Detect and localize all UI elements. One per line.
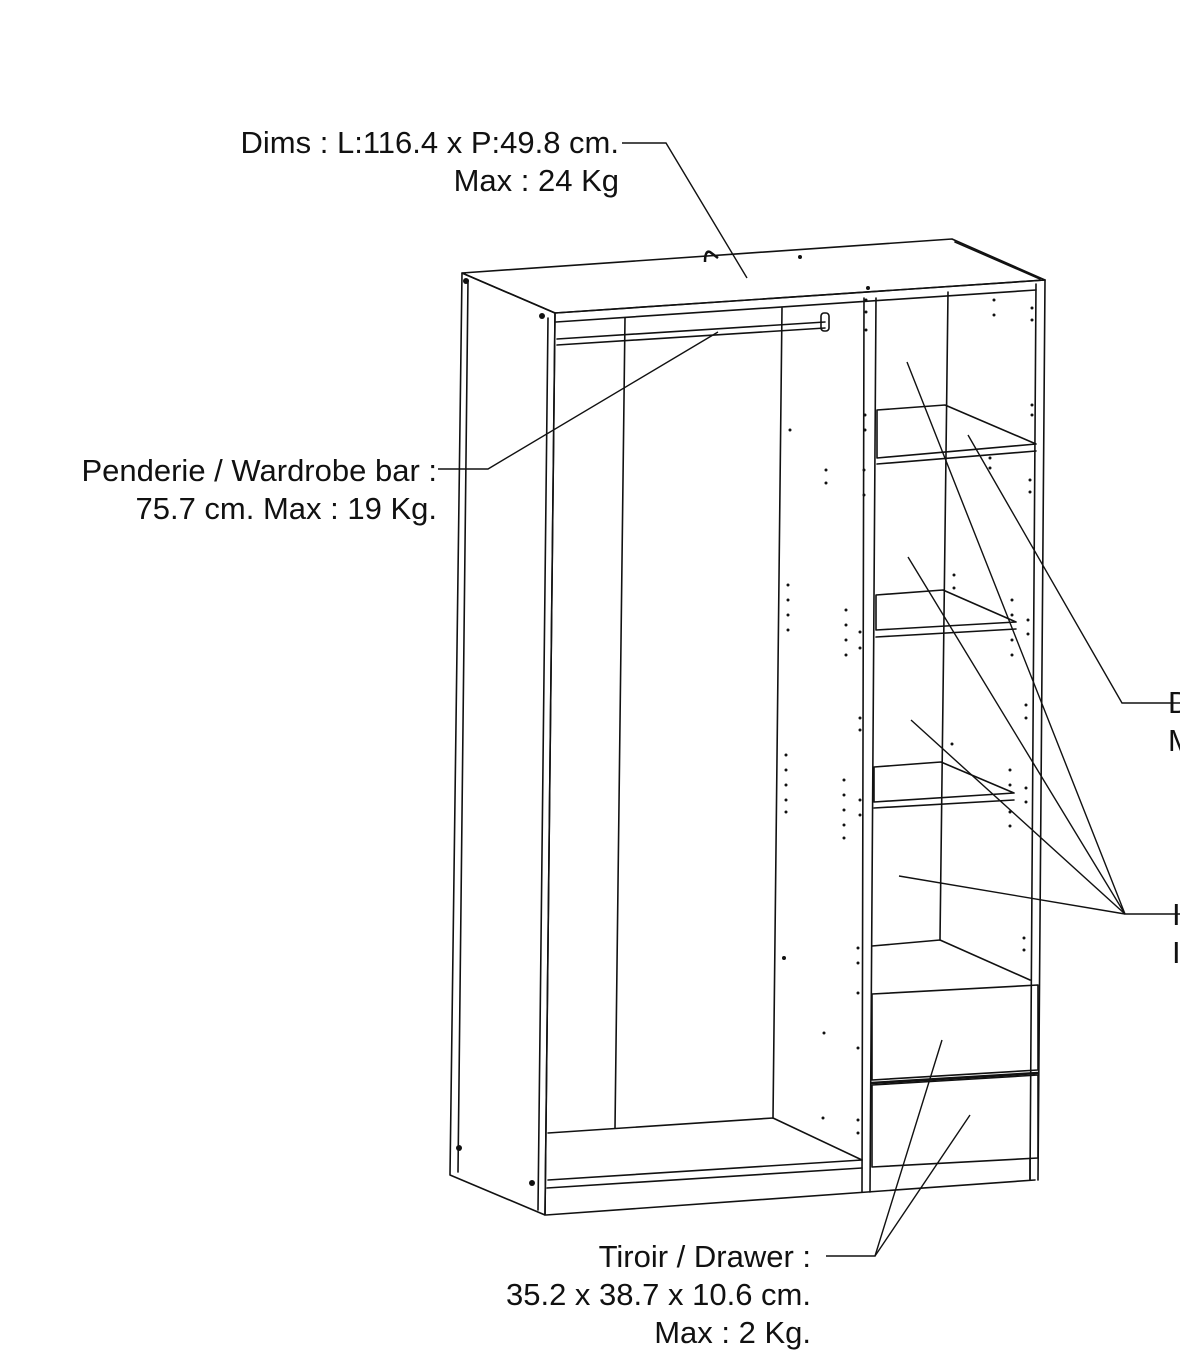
front-left-post [545,313,555,1215]
wardrobe-bar-label: Penderie / Wardrobe bar : 75.7 cm. Max :… [81,452,437,528]
adjustable-shelf-label-cut-line1: I [1172,897,1180,932]
hanging-floor-front-2 [547,1168,862,1188]
leader-drawer-1 [826,1040,942,1256]
leader-top [622,143,747,278]
drawer-1-front [872,985,1038,1080]
center-divider-back [870,298,876,1192]
right-post-back [1038,280,1045,1180]
drawer-label-line2: 35.2 x 38.7 x 10.6 cm. [505,1277,811,1312]
shelf-label-cut-line2: M [1168,722,1180,760]
top-fitting [703,250,719,263]
shelf-1-front [877,451,1036,464]
drawer-label: Tiroir / Drawer : 35.2 x 38.7 x 10.6 cm.… [506,1238,811,1352]
top-front-rail-inner [556,290,1036,322]
drawer-label-line3: Max : 2 Kg. [654,1315,811,1350]
shelf-2-front [876,629,1016,637]
wardrobe-bar-bottom [557,328,825,345]
shelf-2 [876,590,1016,630]
dimensions-label-line2: Max : 24 Kg [453,163,619,198]
wardrobe-bar-top [557,322,825,339]
leader-lines [438,143,1180,1256]
drawer-label-line1: Tiroir / Drawer : [598,1239,811,1274]
wardrobe-top-edge [955,242,1040,279]
wardrobe-bar-label-line1: Penderie / Wardrobe bar : [81,453,437,488]
dimensions-label-line1: Dims : L:116.4 x P:49.8 cm. [240,125,619,160]
shelf-3 [874,762,1014,802]
leader-shelf-d [899,876,1125,914]
hanging-back-left [615,318,625,1128]
shelf-pin-holes [456,255,1034,1186]
shelf-label-cut: D M [1168,684,1180,760]
leader-shelf-fixed [968,435,1180,703]
shelf-1 [877,405,1036,458]
adjustable-shelf-label-cut-line2: I [1172,935,1180,970]
leader-wardrobe-bar [438,332,718,469]
adjustable-shelf-label-cut: I I [1172,896,1180,972]
shelf-label-cut-line1: D [1168,685,1180,720]
hanging-back-right [773,308,782,1118]
left-side-edge [458,280,468,1172]
wardrobe-bar-bracket [820,312,830,332]
bottom-plinth [546,1180,1035,1215]
wardrobe-bar-label-line2: 75.7 cm. Max : 19 Kg. [135,491,437,526]
right-post-front [1030,284,1036,1180]
leader-drawer-2 [875,1115,970,1256]
hanging-floor-front [548,1160,862,1180]
drawer-gap [872,1073,1038,1083]
center-divider-front [862,298,864,1192]
top-front-rail [555,280,1045,313]
dimensions-label: Dims : L:116.4 x P:49.8 cm. Max : 24 Kg [241,124,619,200]
drawer-2-front [872,1075,1038,1167]
hanging-floor [548,1118,862,1160]
leader-shelf-c [911,720,1125,914]
leader-shelf-b [908,557,1125,914]
shelf-3-front [874,800,1014,808]
left-side-inner-edge [538,318,548,1210]
shelf-bottom [872,940,1030,980]
wardrobe-top-panel [462,239,1045,313]
